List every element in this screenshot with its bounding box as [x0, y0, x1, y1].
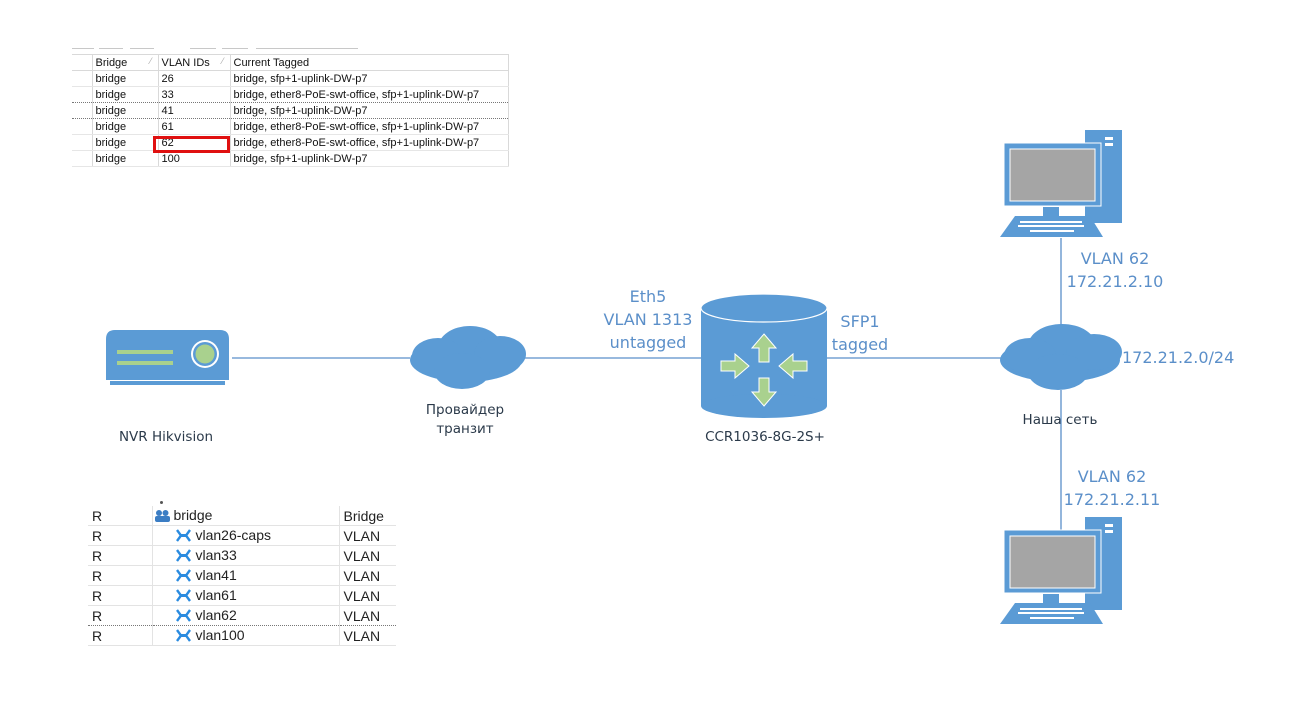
row-gutter [72, 102, 93, 119]
pc-bottom-label: VLAN 62 172.21.2.11 [1063, 467, 1161, 509]
cell-type: VLAN [338, 605, 396, 626]
column-resize-dot [160, 501, 163, 504]
cell-flag: R [88, 565, 152, 586]
cell-vlan-ids: 41 [158, 102, 231, 119]
cloud-icon [1000, 324, 1122, 390]
vlan-icon [175, 528, 192, 545]
computer-icon [1000, 517, 1122, 624]
cell-current-tagged: bridge, sfp+1-uplink-DW-p7 [230, 150, 509, 167]
cell-current-tagged: bridge, ether8-PoE-swt-office, sfp+1-upl… [230, 118, 509, 135]
column-header-current-tagged[interactable]: Current Tagged [230, 54, 509, 71]
cell-name: vlan33 [151, 545, 339, 566]
cell-vlan-ids: 33 [158, 86, 231, 103]
cell-current-tagged: bridge, sfp+1-uplink-DW-p7 [230, 70, 509, 87]
vlan-icon [175, 588, 192, 605]
subnet-label: 172.21.2.0/24 [1122, 348, 1235, 367]
cell-current-tagged: bridge, sfp+1-uplink-DW-p7 [230, 102, 509, 119]
row-gutter [72, 86, 93, 103]
cell-bridge: bridge [92, 118, 159, 135]
column-header-vlan-ids[interactable]: VLAN IDs⁄ [158, 54, 231, 71]
vlan-icon [175, 548, 192, 565]
bridge-icon [154, 509, 170, 525]
nvr-label: NVR Hikvision [118, 429, 214, 445]
cell-flag: R [88, 605, 152, 626]
cell-type: VLAN [338, 525, 396, 546]
cloud-icon [410, 326, 526, 389]
cell-name: bridge [151, 506, 339, 526]
row-gutter [72, 70, 93, 87]
sort-indicator-icon: ⁄ [149, 56, 152, 66]
router-label: CCR1036-8G-2S+ [705, 429, 825, 445]
pc-top-label: VLAN 62 172.21.2.10 [1066, 249, 1164, 291]
column-header-bridge[interactable]: Bridge⁄ [92, 54, 159, 71]
cell-bridge: bridge [92, 86, 159, 103]
table-header-row: Bridge⁄ VLAN IDs⁄ Current Tagged [72, 54, 509, 71]
cell-bridge: bridge [92, 150, 159, 167]
cell-flag: R [88, 545, 152, 566]
cell-flag: R [88, 506, 152, 526]
row-gutter [72, 118, 93, 135]
nvr-icon [106, 330, 229, 385]
cell-name: vlan100 [151, 625, 339, 646]
highlight-box-vlan-62 [153, 136, 230, 153]
computer-icon [1000, 130, 1122, 237]
cell-name: vlan41 [151, 565, 339, 586]
cell-vlan-ids: 26 [158, 70, 231, 87]
our-net-label: Наша сеть [1022, 412, 1098, 428]
row-gutter [72, 150, 93, 167]
vlan-icon [175, 608, 192, 625]
cell-vlan-ids: 100 [158, 150, 231, 167]
sfp1-link-label: SFP1 tagged [831, 312, 889, 354]
cell-type: VLAN [338, 625, 396, 646]
cell-name: vlan62 [151, 605, 339, 626]
eth5-link-label: Eth5 VLAN 1313 untagged [603, 287, 693, 352]
cell-current-tagged: bridge, ether8-PoE-swt-office, sfp+1-upl… [230, 134, 509, 151]
provider-label: Провайдер транзит [425, 402, 505, 437]
cell-bridge: bridge [92, 102, 159, 119]
sort-indicator-icon: ⁄ [221, 56, 224, 66]
cell-current-tagged: bridge, ether8-PoE-swt-office, sfp+1-upl… [230, 86, 509, 103]
row-gutter [72, 134, 93, 151]
cell-name: vlan26-caps [151, 525, 339, 546]
vlan-icon [175, 568, 192, 585]
cell-type: Bridge [338, 506, 396, 526]
cell-type: VLAN [338, 565, 396, 586]
cell-flag: R [88, 625, 152, 646]
vlan-icon [175, 628, 192, 645]
cell-vlan-ids: 61 [158, 118, 231, 135]
table-toolbar-strip [72, 44, 508, 54]
cell-type: VLAN [338, 585, 396, 606]
cell-type: VLAN [338, 545, 396, 566]
column-header-gutter[interactable] [72, 54, 93, 71]
router-icon [700, 293, 828, 418]
cell-bridge: bridge [92, 134, 159, 151]
cell-bridge: bridge [92, 70, 159, 87]
cell-flag: R [88, 525, 152, 546]
